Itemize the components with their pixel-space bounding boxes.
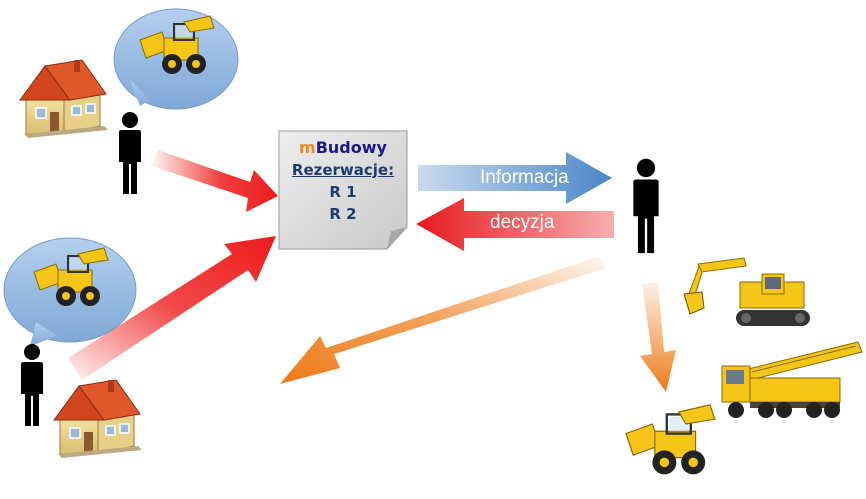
brand-suffix: Budowy: [315, 138, 387, 157]
crane-truck-icon: [721, 341, 863, 418]
house-icon: [53, 379, 143, 459]
loader-icon: [624, 403, 716, 476]
brand-name: mBudowy: [279, 137, 407, 159]
reservations-title: Rezerwacje:: [291, 161, 395, 179]
excavator-icon: [683, 257, 810, 326]
information-label: Informacja: [480, 167, 569, 188]
reservation-item: R 2: [329, 205, 357, 223]
information-arrow: [418, 152, 612, 204]
person-icon: [633, 158, 659, 254]
person-icon: [21, 344, 43, 426]
decision-arrow: [416, 198, 614, 251]
person-icon: [119, 112, 141, 194]
request-arrow: [68, 236, 276, 380]
delivery-arrow: [280, 256, 606, 384]
reservation-document: mBudowy Rezerwacje: R 1 R 2: [279, 131, 407, 225]
decision-label: decyzja: [490, 212, 555, 233]
request-arrow: [152, 150, 278, 212]
dispatch-arrow: [640, 282, 676, 392]
house-icon: [19, 59, 109, 139]
brand-prefix: m: [299, 138, 316, 157]
reservation-item: R 1: [329, 183, 357, 201]
document-icon: [278, 130, 408, 250]
